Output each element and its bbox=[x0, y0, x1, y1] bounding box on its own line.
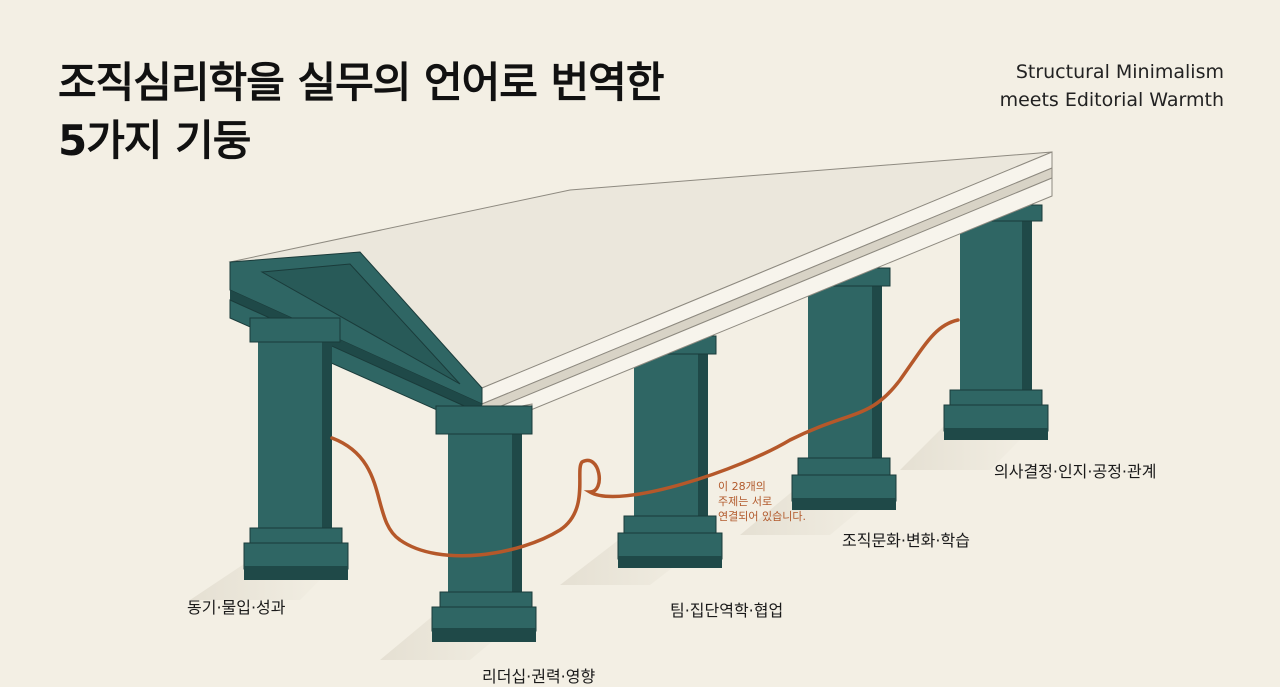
connecting-thread bbox=[330, 318, 960, 558]
pillar-label-1: 동기·물입·성과 bbox=[187, 598, 286, 617]
note-line-2: 주제는 서로 bbox=[718, 495, 773, 508]
pillar-5 bbox=[943, 204, 1049, 440]
pillar-2 bbox=[431, 405, 537, 642]
pillar-1 bbox=[243, 317, 349, 580]
subtitle: Structural Minimalism meets Editorial Wa… bbox=[1000, 58, 1224, 114]
note-line-3: 연결되어 있습니다. bbox=[718, 510, 806, 523]
pillar-3 bbox=[617, 335, 723, 568]
pillar-label-5: 의사결정·인지·공정·관계 bbox=[994, 462, 1157, 481]
pillar-label-4: 조직문화·변화·학습 bbox=[842, 531, 970, 550]
pillar-label-2: 리더십·권력·영향 bbox=[482, 667, 596, 686]
roof bbox=[228, 151, 1053, 431]
subtitle-line-1: Structural Minimalism bbox=[1015, 61, 1224, 83]
page-title: 조직심리학을 실무의 언어로 번역한 5가지 기둥 bbox=[58, 54, 664, 170]
subtitle-line-2: meets Editorial Warmth bbox=[999, 89, 1224, 111]
connection-note: 이 28개의 주제는 서로 연결되어 있습니다. bbox=[718, 479, 806, 524]
pillar-label-3: 팀·집단역학·협업 bbox=[670, 601, 784, 620]
pillar-4 bbox=[791, 267, 897, 510]
note-line-1: 이 28개의 bbox=[718, 480, 766, 493]
title-line-2: 5가지 기둥 bbox=[58, 116, 251, 165]
title-line-1: 조직심리학을 실무의 언어로 번역한 bbox=[58, 58, 664, 107]
